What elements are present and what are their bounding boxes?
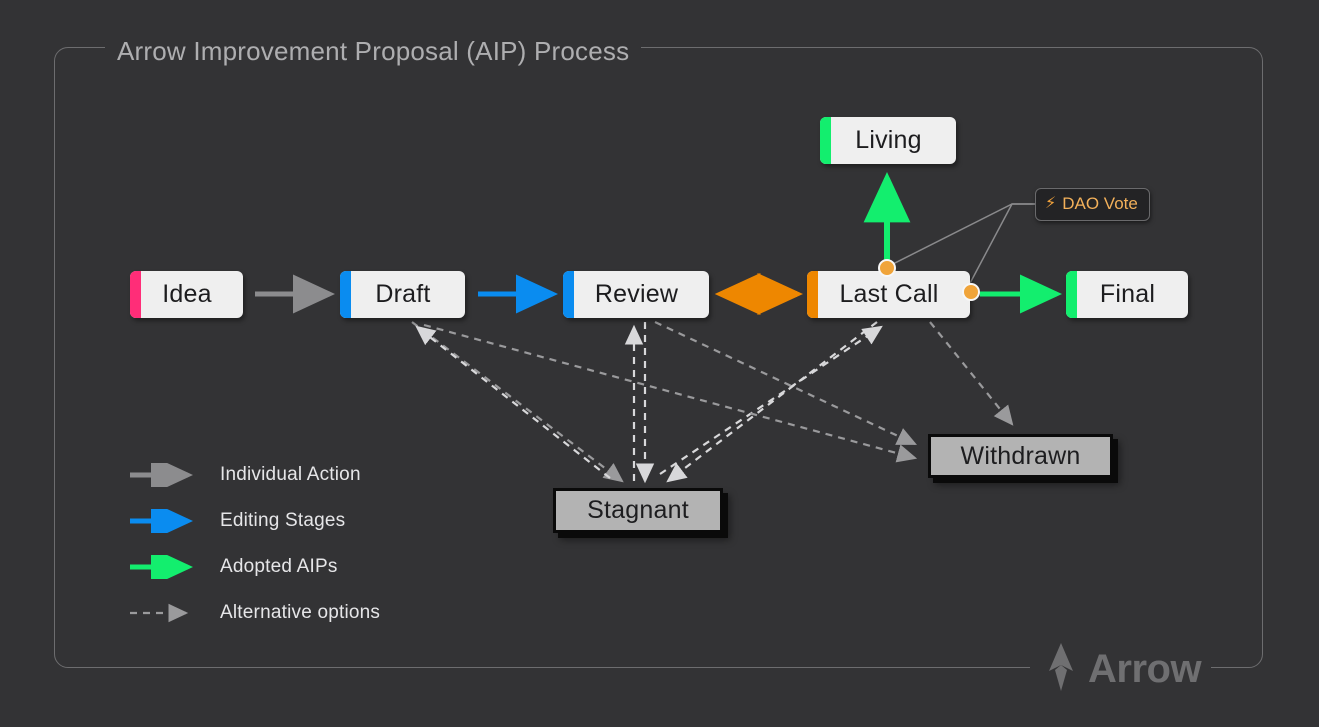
node-label: Withdrawn: [960, 441, 1081, 470]
node-last-call[interactable]: Last Call: [807, 271, 970, 318]
connector-dot-lastcall-right[interactable]: [962, 283, 980, 301]
legend-swatch-dashed-gray: [128, 601, 202, 625]
edge-lastcall-stagnant: [666, 321, 878, 483]
dao-vote-badge[interactable]: ⚡ DAO Vote: [1035, 188, 1150, 221]
edge-lastcall-withdrawn: [929, 321, 1014, 426]
node-accent-bar: [130, 271, 141, 318]
legend-swatch-solid-blue: [128, 501, 202, 541]
node-label: Final: [1099, 280, 1156, 308]
node-idea[interactable]: Idea: [130, 271, 243, 318]
edge-draft-withdrawn: [423, 323, 918, 463]
arrow-compass-icon: [1040, 641, 1082, 698]
node-draft[interactable]: Draft: [340, 271, 465, 318]
node-withdrawn[interactable]: Withdrawn: [928, 434, 1113, 478]
connector-dot-lastcall-top[interactable]: [878, 259, 896, 277]
edge-draft-stagnant: [411, 321, 624, 483]
brand-name: Arrow: [1088, 647, 1202, 691]
node-accent-bar: [807, 271, 818, 318]
legend-label: Individual Action: [220, 464, 361, 485]
node-accent-bar: [820, 117, 831, 164]
legend-swatch-solid-green: [128, 547, 202, 587]
node-label: Living: [855, 126, 922, 154]
node-accent-bar: [563, 271, 574, 318]
node-label: Draft: [375, 280, 431, 308]
legend-item-adopted-aips: Adopted AIPs: [128, 544, 380, 590]
bolt-icon: ⚡: [1045, 195, 1057, 212]
legend-swatch-solid-gray: [128, 455, 202, 495]
node-label: Idea: [162, 280, 212, 308]
legend-item-editing-stages: Editing Stages: [128, 498, 380, 544]
node-accent-bar: [1066, 271, 1077, 318]
legend-item-alternative-options: Alternative options: [128, 590, 380, 636]
node-living[interactable]: Living: [820, 117, 956, 164]
edge-stagnant-draft: [415, 325, 611, 479]
node-review[interactable]: Review: [563, 271, 709, 318]
node-accent-bar: [340, 271, 351, 318]
legend-label: Adopted AIPs: [220, 556, 338, 577]
brand-logo: Arrow: [1030, 641, 1212, 698]
legend-label: Alternative options: [220, 602, 381, 623]
node-label: Stagnant: [587, 496, 689, 524]
dao-vote-label: DAO Vote: [1062, 194, 1138, 213]
edge-review-withdrawn: [654, 321, 917, 445]
edge-stagnant-lastcall: [659, 325, 883, 475]
legend-item-individual-action: Individual Action: [128, 452, 380, 498]
page-title: Arrow Improvement Proposal (AIP) Process: [105, 36, 642, 67]
legend: Individual Action Editing Stages Adopted…: [128, 452, 380, 636]
edge-daovote-right: [967, 203, 1035, 288]
node-final[interactable]: Final: [1066, 271, 1188, 318]
legend-label: Editing Stages: [220, 510, 346, 531]
edge-daovote-top: [886, 203, 1035, 268]
node-label: Review: [594, 280, 679, 308]
node-stagnant[interactable]: Stagnant: [553, 488, 723, 533]
node-label: Last Call: [839, 280, 939, 308]
